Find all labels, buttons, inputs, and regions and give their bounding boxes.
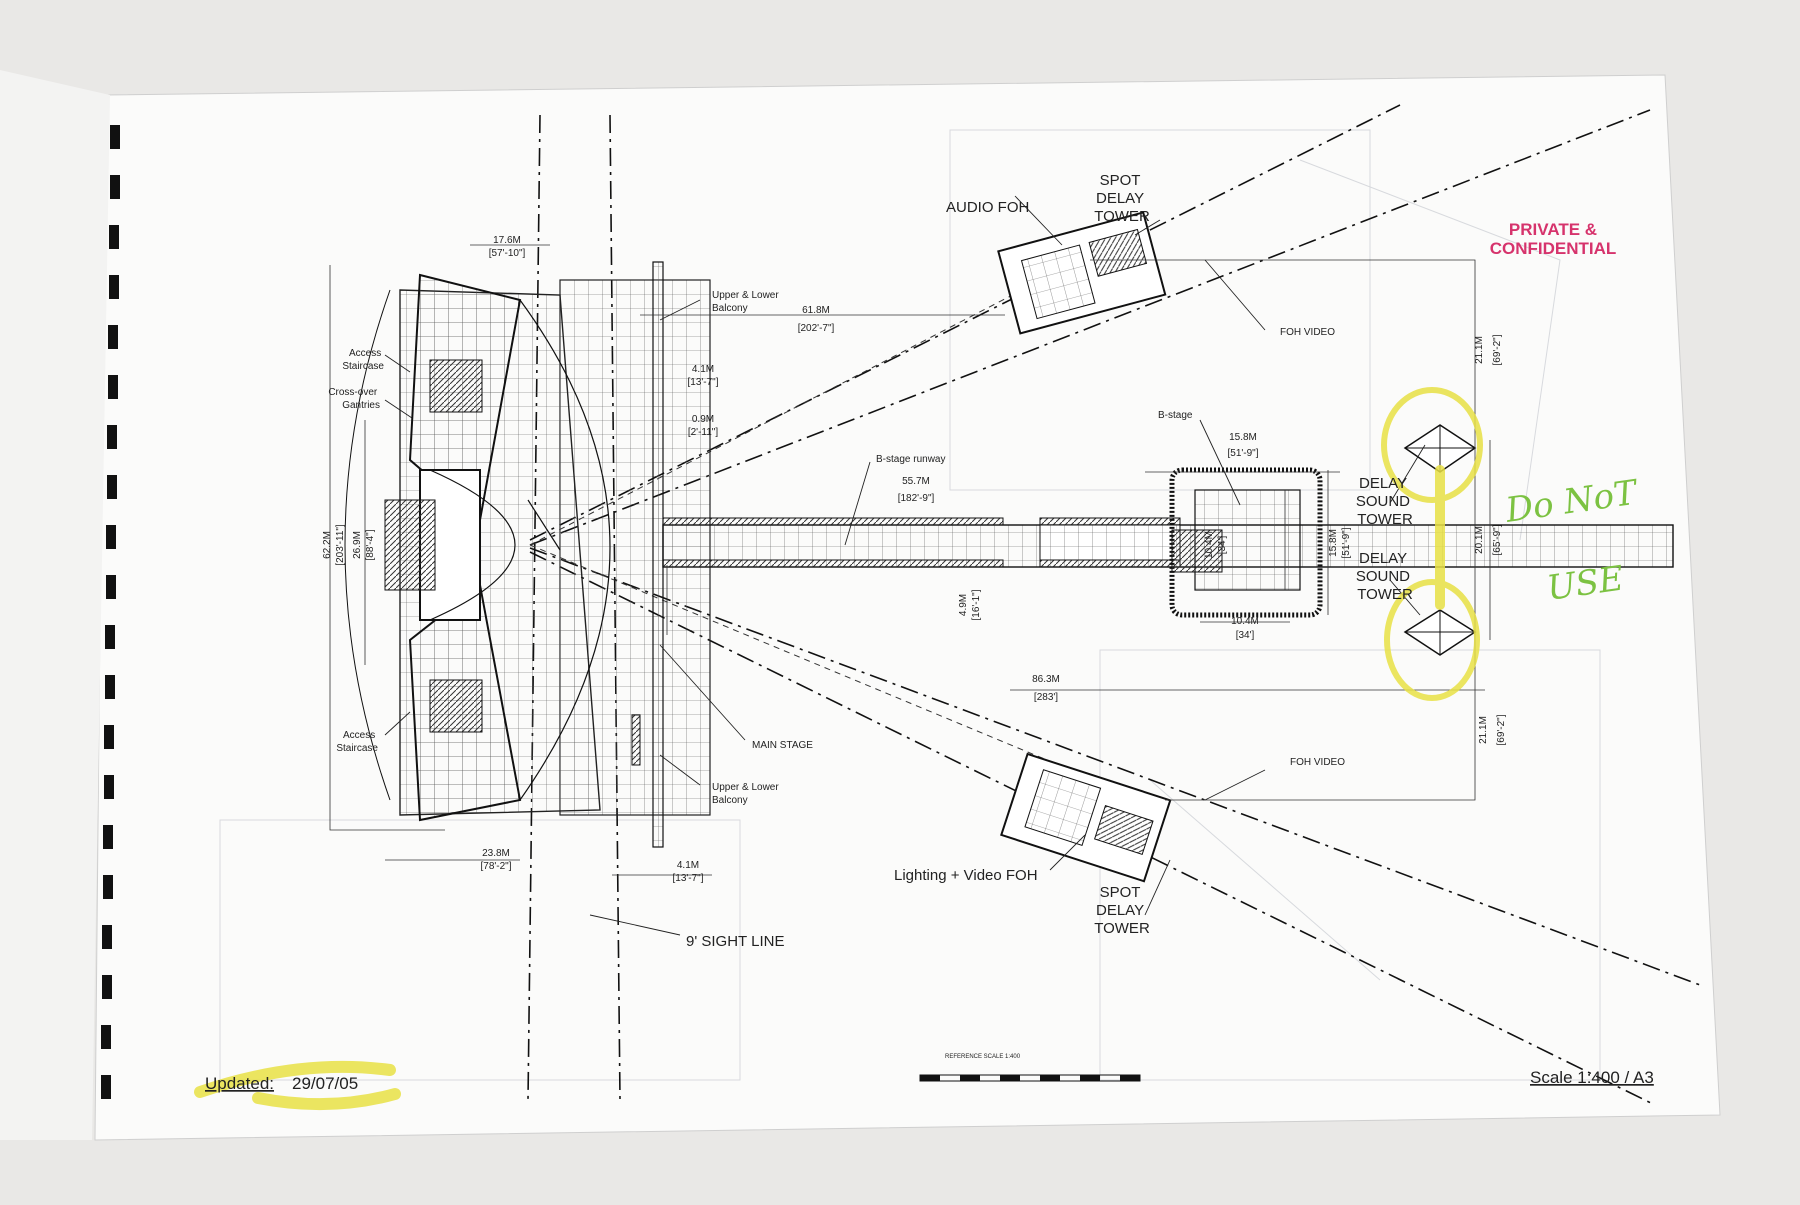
dim-55-7: 55.7M[182'-9"] (898, 476, 935, 504)
dim-15-8-v: 15.8M[51'-9"] (1328, 527, 1352, 558)
updated-date: 29/07/05 (292, 1074, 358, 1093)
lighting-foh-structure (1000, 752, 1172, 883)
footer: Updated: 29/07/05 Scale 1:400 / A3 (205, 1068, 1654, 1093)
dim-4-1-top: 4.1M[13'-7"] (687, 364, 718, 388)
sight-line-label: 9' SIGHT LINE (686, 933, 784, 950)
dim-10-4-v: 10.4M[34'] (1204, 531, 1228, 559)
audio-foh-label: AUDIO FOH (946, 199, 1029, 216)
paper-sheet (94, 74, 1721, 1141)
dim-4-1-bottom: 4.1M[13'-7"] (672, 860, 703, 884)
foh-video-top-label: FOH VIDEO (1280, 327, 1335, 338)
scale-note: Scale 1:400 / A3 (1530, 1068, 1654, 1087)
stamp-line-1: PRIVATE & (1509, 220, 1597, 239)
stamp-line-2: CONFIDENTIAL (1490, 239, 1617, 258)
reference-scale: REFERENCE SCALE 1:400 (919, 1054, 1141, 1082)
b-stage-runway (662, 517, 1674, 568)
cross-over-gantries-label: Cross-over Gantries (328, 387, 380, 411)
access-staircase-bottom-label: Access Staircase (336, 730, 378, 754)
dim-21-1-bottom: 21.1M[69'-2"] (1478, 714, 1507, 745)
b-stage-label: B-stage (1158, 410, 1193, 421)
spot-delay-tower-bottom-label: SPOT DELAY TOWER (1094, 884, 1150, 937)
dim-17-6: 17.6M[57'-10"] (489, 235, 526, 259)
labels: SPOT DELAY TOWER AUDIO FOH FOH VIDEO FOH… (328, 172, 1414, 950)
dim-62-2: 62.2M[203'-11"] (322, 524, 346, 566)
sight-lines (527, 104, 1701, 1106)
dim-4-9: 4.9M[16'-1"] (958, 589, 982, 620)
dim-21-1-top: 21.1M[69'-2"] (1474, 334, 1503, 365)
dim-0-9: 0.9M[2'-11"] (688, 414, 719, 438)
dim-86-3: 86.3M[283'] (1032, 674, 1060, 703)
page-curl (0, 70, 110, 1140)
dimension-labels: 17.6M[57'-10"] 61.8M[202'-7"] 4.1M[13'-7… (322, 235, 1507, 884)
upper-lower-balcony-top-label: Upper & Lower Balcony (712, 290, 781, 314)
dim-26-9: 26.9M[88'-4"] (352, 529, 376, 560)
binding-holes (101, 125, 120, 1099)
dim-10-4-h: 10.4M[34'] (1231, 616, 1259, 641)
spot-delay-tower-top-label: SPOT DELAY TOWER (1094, 172, 1150, 225)
foh-video-bottom-label: FOH VIDEO (1290, 757, 1345, 768)
delay-tower-2 (1403, 609, 1477, 656)
dim-23-8: 23.8M[78'-2"] (480, 848, 511, 872)
upper-lower-balcony-bottom-label: Upper & Lower Balcony (712, 782, 781, 806)
dim-15-8-h: 15.8M[51'-9"] (1227, 432, 1258, 459)
dim-20-1: 20.1M[65'-9"] (1474, 524, 1503, 555)
audio-foh-structure (997, 211, 1167, 335)
b-stage (1169, 467, 1323, 618)
leader-lines (384, 195, 1426, 936)
confidential-stamp: PRIVATE & CONFIDENTIAL (1490, 220, 1617, 258)
delay-sound-tower-1-label: DELAY SOUND TOWER (1356, 475, 1414, 528)
reference-scale-title: REFERENCE SCALE 1:400 (945, 1054, 1021, 1060)
bleed-through (219, 129, 1601, 1081)
access-staircase-top-label: Access Staircase (342, 348, 384, 372)
yellow-highlights (194, 387, 1483, 1111)
delay-sound-tower-2-label: DELAY SOUND TOWER (1356, 550, 1414, 603)
main-stage-label: MAIN STAGE (752, 740, 813, 751)
lighting-video-foh-label: Lighting + Video FOH (894, 867, 1038, 884)
b-stage-runway-label: B-stage runway (876, 454, 945, 465)
updated-label: Updated: (205, 1074, 274, 1093)
dim-61-8: 61.8M[202'-7"] (798, 305, 835, 334)
